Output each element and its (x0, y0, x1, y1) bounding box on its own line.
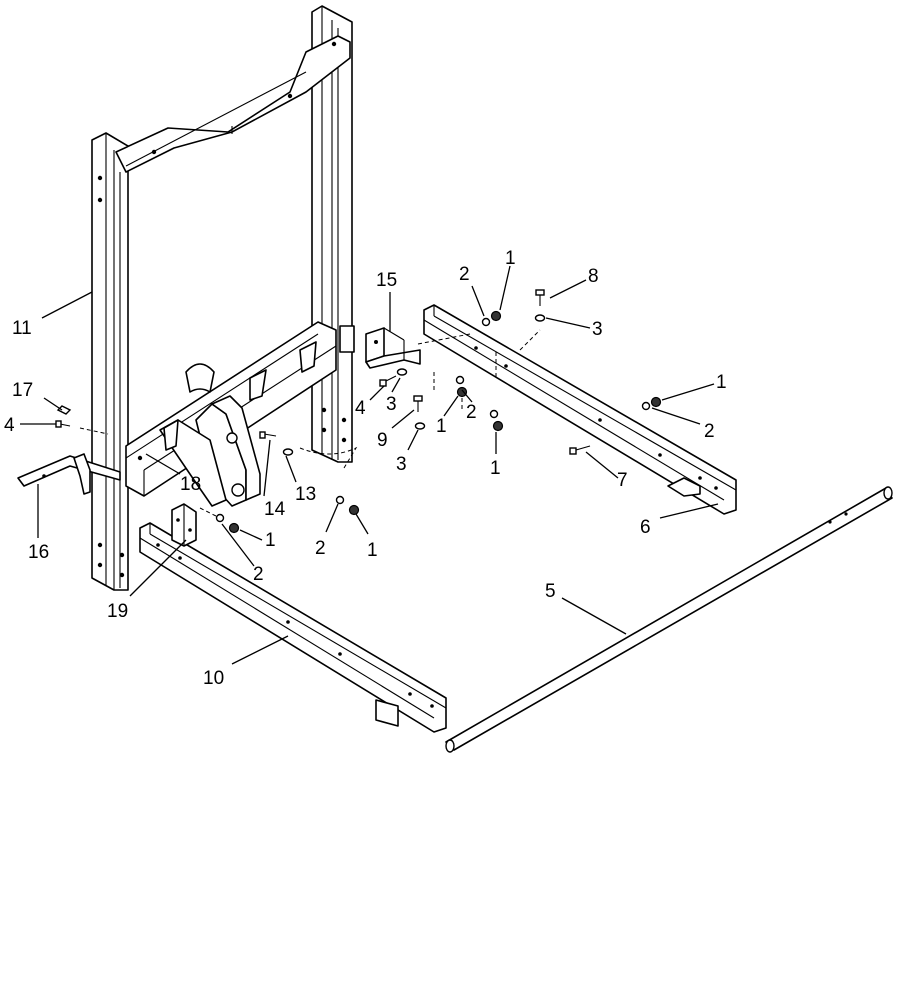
callout-5: 5 (545, 581, 556, 602)
tube-5 (445, 486, 893, 753)
upright-frame (91, 5, 355, 591)
callout-2: 2 (466, 402, 477, 423)
callout-1: 1 (716, 372, 727, 393)
left-angle-bracket (17, 453, 121, 495)
callout-1: 1 (367, 540, 378, 561)
callout-16: 16 (28, 542, 49, 563)
callout-15: 15 (376, 270, 397, 291)
callout-labels: 1 2 8 3 15 11 17 4 4 3 9 1 2 3 1 1 2 7 6… (4, 248, 727, 689)
leader-lines (20, 265, 719, 665)
hardware (55, 289, 662, 534)
front-bracket-19 (171, 503, 197, 547)
callout-1: 1 (490, 458, 501, 479)
callout-18: 18 (180, 474, 201, 495)
callout-14: 14 (264, 499, 286, 520)
front-rail (139, 522, 447, 733)
callout-13: 13 (295, 484, 316, 505)
callout-7: 7 (617, 470, 628, 491)
bracket-15 (365, 327, 421, 369)
callout-3: 3 (396, 454, 407, 475)
callout-2: 2 (704, 421, 715, 442)
callout-1: 1 (265, 530, 276, 551)
callout-4: 4 (355, 398, 366, 419)
right-rail (423, 304, 737, 515)
callout-9: 9 (377, 430, 388, 451)
callout-2: 2 (459, 264, 470, 285)
callout-8: 8 (588, 266, 599, 287)
callout-10: 10 (203, 668, 224, 689)
callout-6: 6 (640, 517, 651, 538)
callout-3: 3 (592, 319, 603, 340)
callout-17: 17 (12, 380, 33, 401)
callout-2: 2 (315, 538, 326, 559)
callout-2: 2 (253, 564, 264, 585)
callout-1: 1 (436, 416, 447, 437)
callout-19: 19 (107, 601, 128, 622)
callout-4: 4 (4, 415, 15, 436)
callout-3: 3 (386, 394, 397, 415)
callout-11: 11 (12, 318, 32, 339)
callout-1: 1 (505, 248, 516, 269)
assembly-lines (79, 329, 541, 517)
